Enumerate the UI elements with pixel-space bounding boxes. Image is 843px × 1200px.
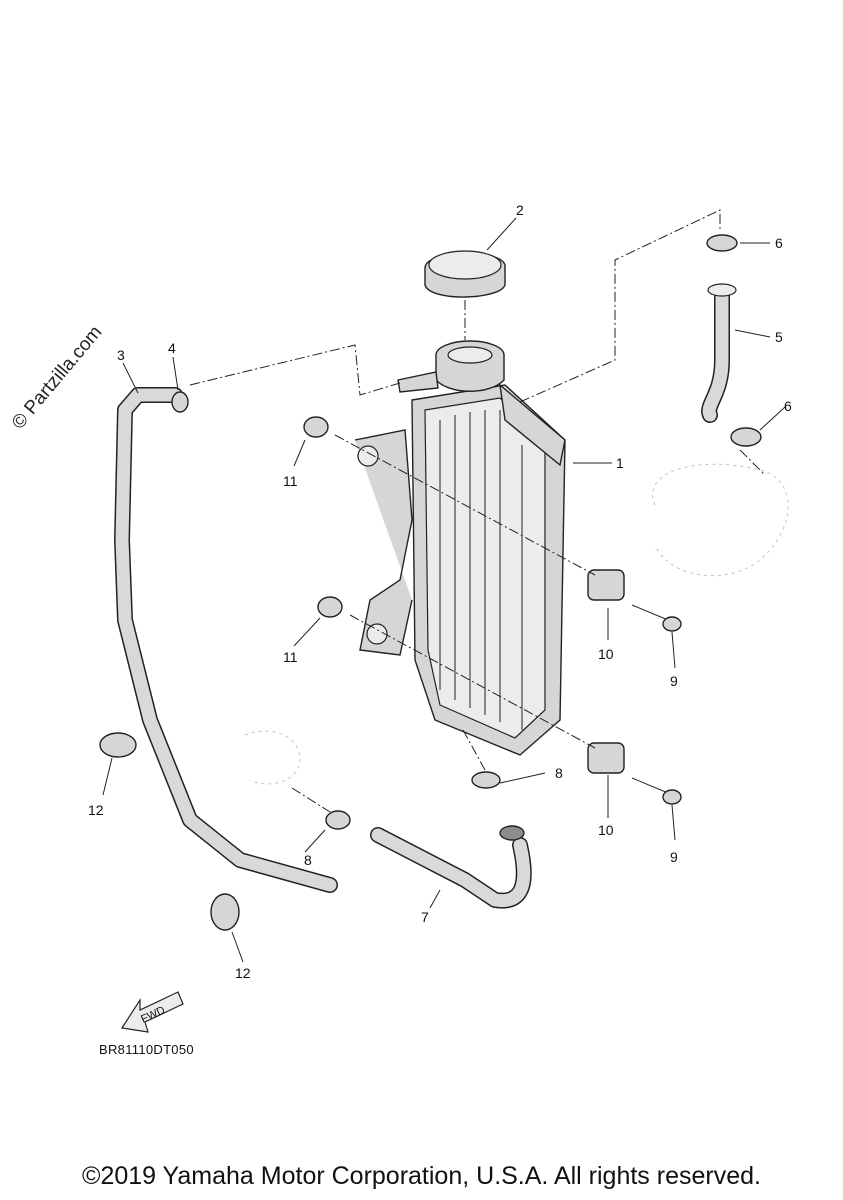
callout-10-bottom: 10 — [598, 822, 614, 838]
callout-6-bottom: 6 — [784, 398, 792, 414]
radiator-cap — [424, 250, 506, 298]
callout-10-top: 10 — [598, 646, 614, 662]
callout-5: 5 — [775, 329, 783, 345]
callout-7: 7 — [421, 909, 429, 925]
callout-8-left: 8 — [304, 852, 312, 868]
callout-8-right: 8 — [555, 765, 563, 781]
hose-clamp-4 — [171, 391, 189, 413]
callout-12-left: 12 — [88, 802, 104, 818]
callout-numbers: 1 2 3 4 5 6 6 7 8 8 9 9 10 10 11 11 12 1… — [88, 202, 792, 981]
hose-clamps-12 — [99, 732, 240, 931]
callout-4: 4 — [168, 340, 176, 356]
callout-1: 1 — [616, 455, 624, 471]
fwd-label: FWD — [139, 1004, 167, 1025]
callout-9-top: 9 — [670, 673, 678, 689]
diagram-code: BR81110DT050 — [99, 1042, 194, 1057]
callout-6-top: 6 — [775, 235, 783, 251]
hose-clamps-8 — [325, 771, 501, 830]
callout-9-bottom: 9 — [670, 849, 678, 865]
ghost-outlines — [244, 463, 789, 785]
leader-lines — [102, 217, 786, 963]
copyright-notice: ©2019 Yamaha Motor Corporation, U.S.A. A… — [82, 1162, 761, 1190]
callout-11-bottom: 11 — [283, 649, 298, 665]
lower-hose — [370, 825, 532, 909]
callout-12-bottom: 12 — [235, 965, 251, 981]
callout-2: 2 — [516, 202, 524, 218]
hose-clamps-6 — [706, 234, 762, 447]
breather-hose — [114, 387, 338, 893]
callout-11-top: 11 — [283, 473, 298, 489]
radiator-body — [354, 383, 566, 756]
mounting-hardware — [303, 416, 682, 805]
assembly-lines — [189, 209, 766, 813]
fwd-arrow: FWD — [120, 991, 184, 1033]
callout-3: 3 — [117, 347, 125, 363]
upper-hose — [701, 283, 737, 423]
filler-neck — [397, 340, 505, 393]
